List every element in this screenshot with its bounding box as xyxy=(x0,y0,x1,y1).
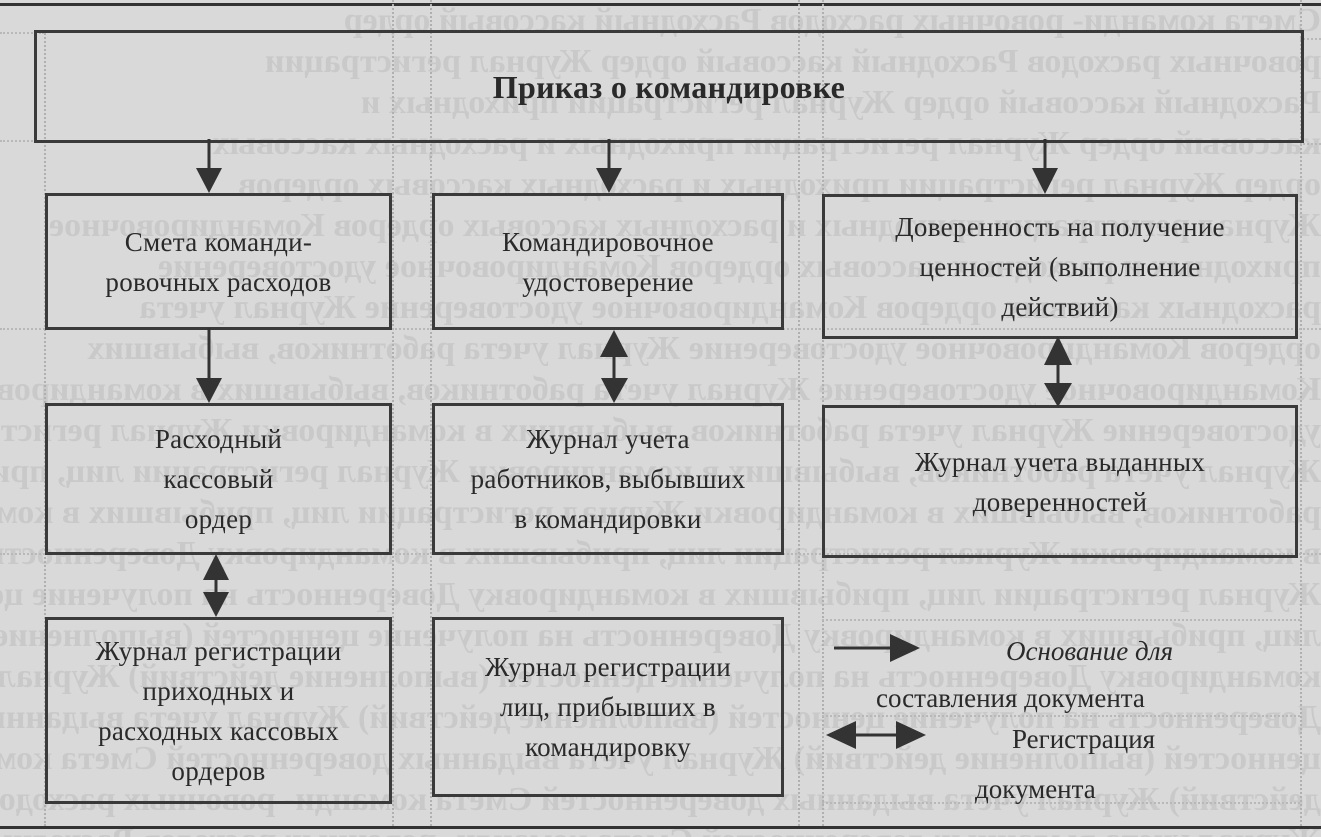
title-box-business-trip-order: Приказ о командировке xyxy=(34,30,1304,143)
arrowhead-down-icon xyxy=(1044,383,1072,407)
box-line: работников, выбывших xyxy=(470,464,746,494)
box-departed-employees-log: Журнал учета работников, выбывших в кома… xyxy=(432,403,784,555)
box-line: командировку xyxy=(525,732,691,762)
box-line: ценностей (выполнение xyxy=(919,251,1201,282)
box-cash-disbursement-order: Расходный кассовый ордер xyxy=(45,403,392,555)
arrowhead-up-icon xyxy=(1044,336,1072,365)
box-line: ордер xyxy=(184,504,253,534)
box-line: Доверенность на получение xyxy=(895,211,1225,242)
arrow-title-to-estimate xyxy=(196,139,222,193)
top-rule xyxy=(0,3,1321,6)
box-line: доверенностей xyxy=(972,486,1148,517)
box-line: лиц, прибывших в xyxy=(500,692,716,722)
box-line: Журнал учета xyxy=(526,424,690,454)
box-line: удостоверение xyxy=(522,266,694,297)
box-arrived-persons-log: Журнал регистрации лиц, прибывших в кома… xyxy=(432,617,784,797)
box-line: кассовый xyxy=(163,464,274,494)
box-issued-attorney-log: Журнал учета выданных доверенностей xyxy=(822,405,1298,558)
box-power-of-attorney: Доверенность на получение ценностей (вып… xyxy=(822,194,1298,339)
legend-two-way-label-line2: документа xyxy=(975,774,1096,804)
grid-guide xyxy=(430,0,432,826)
grid-guide xyxy=(798,0,800,826)
legend-two-way-arrow-icon xyxy=(826,721,926,749)
arrow-title-to-attorney xyxy=(1032,139,1058,194)
grid-guide xyxy=(0,140,44,142)
grid-guide xyxy=(1300,143,1321,145)
box-line: Смета команди- xyxy=(124,226,313,257)
grid-guide xyxy=(1300,0,1302,826)
arrowhead-down-icon xyxy=(601,378,628,403)
grid-guide xyxy=(822,802,1300,804)
box-line: расходных кассовых xyxy=(98,715,339,746)
arrow-certificate-log-two-way xyxy=(600,330,628,403)
box-line: ордеров xyxy=(171,755,266,786)
box-line: Журнал регистрации xyxy=(95,635,342,666)
arrowhead-down-icon xyxy=(196,168,222,193)
arrowhead-up-icon xyxy=(600,330,628,357)
box-travel-expense-estimate: Смета команди- ровочных расходов xyxy=(45,193,392,330)
box-line: приходных и xyxy=(142,675,295,706)
box-cash-order-register: Журнал регистрации приходных и расходных… xyxy=(45,617,392,804)
legend-one-way-label-line1: Основание для xyxy=(1006,636,1174,666)
arrowhead-up-icon xyxy=(203,554,229,580)
grid-guide xyxy=(822,619,1300,621)
box-line: действий) xyxy=(1001,291,1119,322)
grid-guide xyxy=(392,0,394,826)
box-line: Журнал учета выданных xyxy=(914,446,1206,477)
arrow-title-to-certificate xyxy=(596,139,622,193)
legend-one-way-arrow-icon xyxy=(834,634,920,662)
box-line: Расходный xyxy=(154,424,283,454)
arrow-estimate-to-disbursement xyxy=(196,328,222,403)
box-line: Командировочное xyxy=(502,226,714,257)
box-travel-certificate: Командировочное удостоверение xyxy=(432,193,784,330)
legend-one-way-label-line2: составления документа xyxy=(876,683,1145,713)
arrowhead-down-icon xyxy=(196,378,222,403)
arrowhead-down-icon xyxy=(1032,168,1058,194)
bottom-rule xyxy=(0,826,1321,829)
grid-guide xyxy=(1300,38,1321,40)
arrowhead-down-icon xyxy=(596,168,622,193)
grid-guide xyxy=(0,32,44,34)
arrow-disbursement-register-two-way xyxy=(203,554,229,617)
box-line: ровочных расходов xyxy=(105,266,332,297)
legend-two-way-label-line1: Регистрация xyxy=(1012,724,1156,754)
box-line: Журнал регистрации xyxy=(484,652,732,682)
grid-guide xyxy=(822,715,1300,717)
box-line: в командировки xyxy=(514,504,702,534)
title-text: Приказ о командировке xyxy=(492,68,846,105)
arrowhead-down-icon xyxy=(203,592,229,617)
arrow-attorney-log-two-way xyxy=(1044,336,1072,407)
